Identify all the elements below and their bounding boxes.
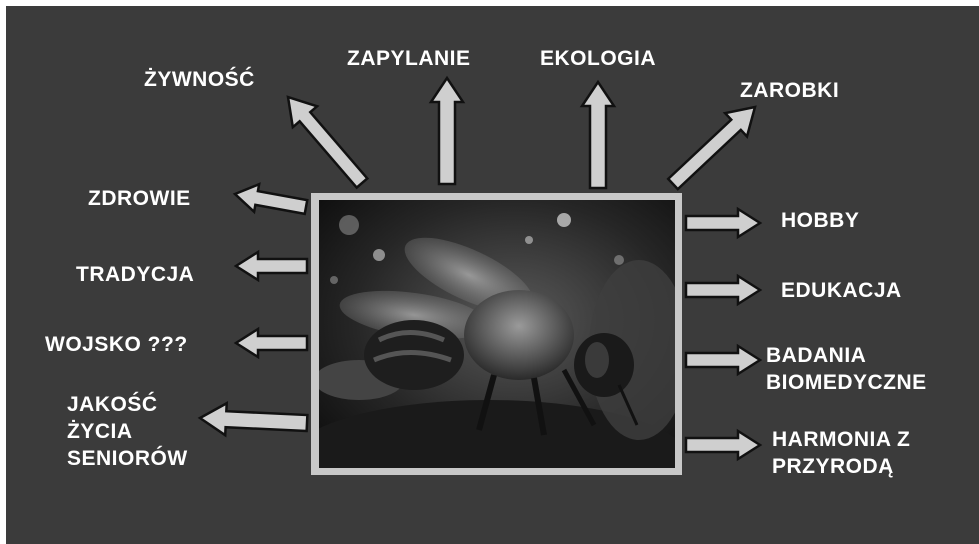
label-jakosc-line1: JAKOŚĆ — [67, 392, 158, 417]
arrow-ekologia-icon — [582, 82, 614, 188]
arrow-zywnosc-icon — [276, 87, 374, 194]
label-jakosc-line3: SENIORÓW — [67, 446, 188, 471]
arrow-tradycja-icon — [236, 252, 307, 280]
label-zywnosc: ŻYWNOŚĆ — [144, 67, 255, 92]
arrow-zdrowie-icon — [232, 180, 308, 221]
label-badania-line1: BADANIA — [766, 343, 866, 368]
label-hobby: HOBBY — [781, 208, 859, 233]
label-harmonia-line1: HARMONIA Z — [772, 427, 910, 452]
bee-photo-icon — [319, 200, 675, 468]
label-ekologia: EKOLOGIA — [540, 46, 656, 71]
label-edukacja: EDUKACJA — [781, 278, 902, 303]
arrow-harmonia-icon — [686, 431, 760, 459]
arrow-jakosc-icon — [199, 402, 307, 439]
label-harmonia-line2: PRZYRODĄ — [772, 454, 894, 479]
arrow-zapylanie-icon — [431, 78, 463, 184]
arrow-badania-icon — [686, 346, 760, 374]
label-wojsko: WOJSKO ??? — [45, 332, 188, 357]
label-zdrowie: ZDROWIE — [88, 186, 191, 211]
arrow-edukacja-icon — [686, 276, 760, 304]
label-jakosc-line2: ŻYCIA — [67, 419, 133, 444]
label-tradycja: TRADYCJA — [76, 262, 194, 287]
label-zarobki: ZAROBKI — [740, 78, 839, 103]
label-zapylanie: ZAPYLANIE — [347, 46, 471, 71]
arrow-hobby-icon — [686, 209, 760, 237]
label-badania-line2: BIOMEDYCZNE — [766, 370, 927, 395]
arrow-zarobki-icon — [662, 95, 766, 195]
arrow-wojsko-icon — [236, 329, 307, 357]
